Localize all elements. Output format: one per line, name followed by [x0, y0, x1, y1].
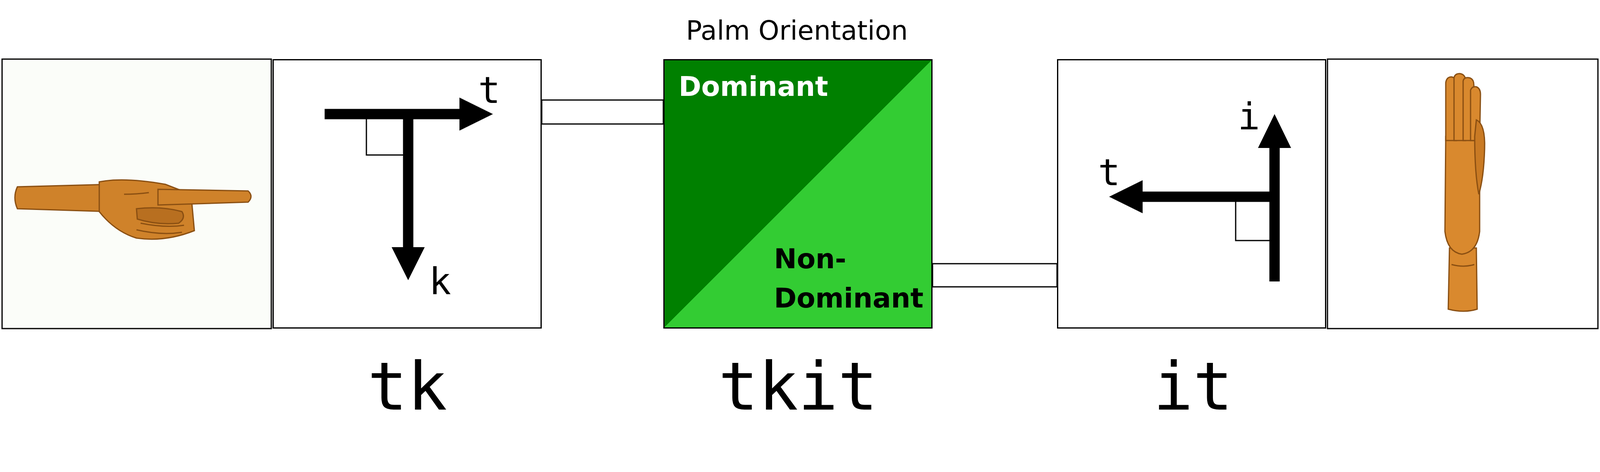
axis-label: i — [1237, 98, 1261, 136]
non-dominant-label: Non- Dominant — [773, 239, 924, 319]
axis-label: t — [1097, 154, 1121, 192]
connector-bar-body — [932, 263, 1058, 287]
image-box — [1327, 59, 1598, 329]
title: Palm Orientation — [686, 17, 909, 44]
vertical-hand — [1444, 73, 1485, 312]
axis-box: itit — [1057, 59, 1327, 329]
pointing-hand — [14, 179, 252, 240]
axis-pair — [1109, 114, 1292, 282]
connector-bar — [932, 263, 1058, 287]
connector-bar-body — [541, 100, 664, 125]
code-label: it — [1153, 353, 1234, 421]
axis-label: k — [428, 263, 452, 301]
dominant-label: Dominant — [678, 73, 829, 101]
code-label: tk — [367, 353, 448, 421]
axis-box: tktk — [272, 59, 542, 329]
axis-label: t — [478, 71, 501, 109]
image-box — [2, 59, 272, 329]
connector-bar — [541, 100, 664, 125]
axis-pair — [324, 97, 493, 281]
orientation-square: DominantNon- Dominanttkit — [663, 59, 933, 329]
code-label: tkit — [718, 353, 878, 421]
